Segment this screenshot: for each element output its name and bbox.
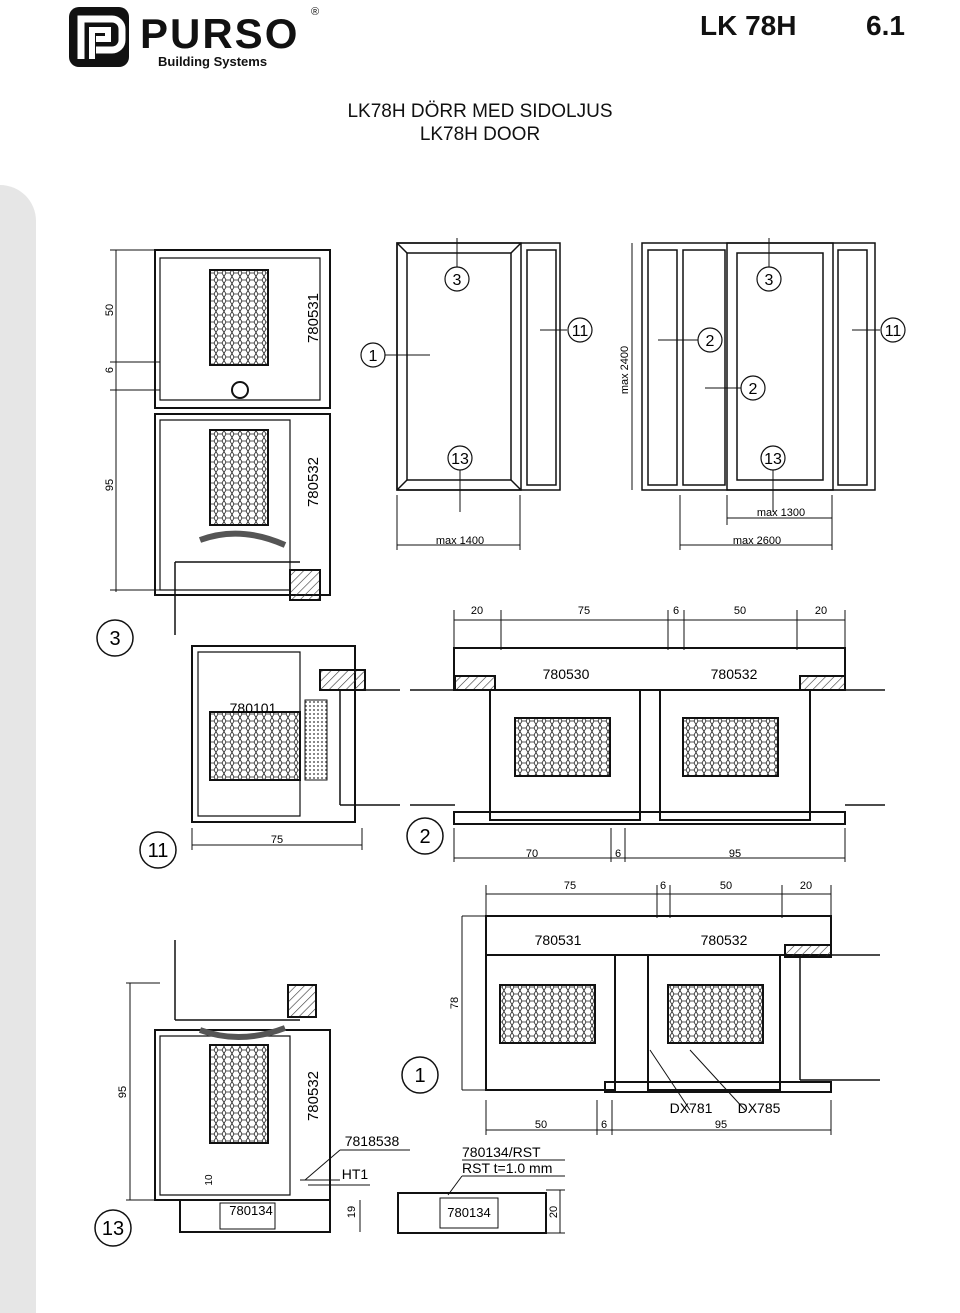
s2-badge: 2: [419, 826, 430, 848]
s3-profile-780532: 780532: [305, 457, 322, 507]
s1-top-dim-50: 50: [720, 880, 732, 892]
section-3-drawing: [110, 249, 331, 635]
threshold-drawing: [397, 1159, 565, 1234]
s2-top-dim-6: 6: [673, 605, 679, 617]
s11-profile-780101: 780101: [230, 700, 277, 716]
elevation-single: [373, 238, 567, 550]
s3-badge: 3: [109, 628, 120, 650]
section-2-drawing: [410, 610, 885, 862]
elev2-max-leaf: max 1300: [757, 507, 805, 519]
elev1-callout-13: 13: [451, 451, 469, 468]
s1-badge: 1: [414, 1065, 425, 1087]
elev2-max-width: max 2600: [733, 535, 781, 547]
elev1-callout-1: 1: [369, 348, 378, 365]
elevation-double: [631, 238, 880, 550]
s1-bottom-dim-50: 50: [535, 1119, 547, 1131]
elev2-callout-3: 3: [765, 272, 774, 289]
threshold-profile: 780134: [447, 1205, 490, 1220]
elev2-callout-11: 11: [885, 323, 902, 340]
elev2-callout-2b: 2: [749, 381, 758, 398]
model-code: LK 78H: [700, 10, 797, 41]
s1-profile-780531: 780531: [535, 932, 582, 948]
page-title-en: LK78H DOOR: [419, 124, 541, 145]
s1-top-dim-75: 75: [564, 880, 576, 892]
s2-bottom-dim-6: 6: [615, 848, 621, 860]
purso-logo-icon: [69, 7, 129, 67]
s13-dim-19: 19: [346, 1206, 358, 1218]
s1-top-dim-20: 20: [800, 880, 812, 892]
s1-profile-780532: 780532: [701, 932, 748, 948]
s1-bottom-dim-6: 6: [601, 1119, 607, 1131]
s3-profile-780531: 780531: [305, 293, 322, 343]
s11-badge: 11: [148, 840, 169, 862]
threshold-label-1: 780134/RST: [462, 1144, 541, 1160]
s2-bottom-dim-70: 70: [526, 848, 538, 860]
s2-top-dim-75: 75: [578, 605, 590, 617]
s1-gasket-dx781: DX781: [670, 1100, 713, 1116]
s2-profile-780530: 780530: [543, 666, 590, 682]
section-13-drawing: [126, 940, 410, 1233]
s13-label-7818538: 7818538: [345, 1133, 400, 1149]
elev1-max-width: max 1400: [436, 535, 484, 547]
elev2-max-height: max 2400: [619, 346, 631, 394]
s3-dim-50: 50: [104, 304, 116, 316]
elev2-callout-13: 13: [764, 451, 782, 468]
s13-dim-10: 10: [204, 1174, 215, 1186]
s13-label-ht1: HT1: [342, 1166, 369, 1182]
s13-dim-95: 95: [117, 1086, 129, 1098]
s13-profile-780532: 780532: [305, 1071, 322, 1121]
s3-dim-95: 95: [104, 479, 116, 491]
s2-top-dim-50: 50: [734, 605, 746, 617]
s3-badge-circle: [96, 619, 134, 657]
s11-dim-75: 75: [271, 834, 283, 846]
elev1-callout-3: 3: [453, 272, 462, 289]
s3-dim-6: 6: [104, 367, 116, 373]
s1-top-dim-6: 6: [660, 880, 666, 892]
threshold-dim-20: 20: [548, 1206, 560, 1218]
section-1-drawing: [461, 885, 880, 1135]
s2-profile-780532: 780532: [711, 666, 758, 682]
brand-tagline: Building Systems: [158, 54, 268, 69]
page-number: 6.1: [866, 10, 905, 41]
threshold-label-2: RST t=1.0 mm: [462, 1160, 552, 1176]
s13-profile-780134: 780134: [229, 1203, 272, 1218]
brand-name: PURSO: [140, 10, 300, 57]
page-title-sv: LK78H DÖRR MED SIDOLJUS: [347, 101, 613, 122]
side-tab: [0, 185, 36, 1313]
elev1-callout-11: 11: [572, 323, 589, 340]
s1-bottom-dim-95: 95: [715, 1119, 727, 1131]
s2-top-dim-20b: 20: [815, 605, 827, 617]
s1-side-dim-78: 78: [449, 997, 461, 1009]
registered-mark: ®: [311, 6, 320, 18]
elev2-callout-2a: 2: [706, 333, 715, 350]
s1-gasket-dx785: DX785: [738, 1100, 781, 1116]
s2-top-dim-20a: 20: [471, 605, 483, 617]
section-11-drawing: [191, 645, 400, 850]
s2-bottom-dim-95: 95: [729, 848, 741, 860]
s13-badge: 13: [102, 1218, 124, 1240]
